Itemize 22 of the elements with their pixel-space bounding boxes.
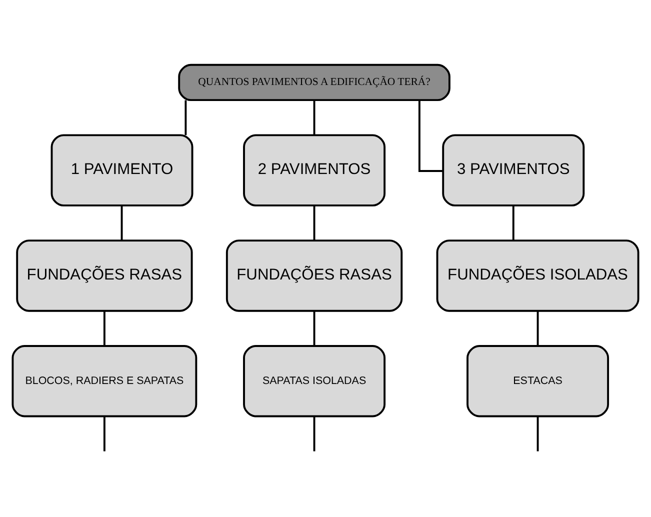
node-box: QUANTOS PAVIMENTOS A EDIFICAÇÃO TERÁ? [178, 64, 450, 102]
connector [184, 100, 187, 136]
connector [103, 311, 106, 346]
connector [313, 416, 316, 452]
connector [120, 206, 123, 240]
node-box: BLOCOS, RADIERS E SAPATAS [12, 345, 198, 418]
node-box: 3 PAVIMENTOS [442, 134, 585, 206]
connector [418, 100, 443, 172]
node-box: FUNDAÇÕES RASAS [16, 240, 193, 312]
node-box: SAPATAS ISOLADAS [243, 345, 386, 418]
connector [536, 311, 539, 346]
node-box: FUNDAÇÕES ISOLADAS [436, 240, 640, 312]
connector [313, 100, 316, 136]
connector [103, 416, 106, 452]
node-box: ESTACAS [466, 345, 610, 418]
connector [313, 311, 316, 346]
node-box: 2 PAVIMENTOS [243, 134, 386, 206]
node-box: FUNDAÇÕES RASAS [226, 240, 403, 312]
node-box: 1 PAVIMENTO [50, 134, 194, 206]
connector [313, 206, 316, 240]
connector [536, 416, 539, 452]
connector [512, 206, 514, 240]
